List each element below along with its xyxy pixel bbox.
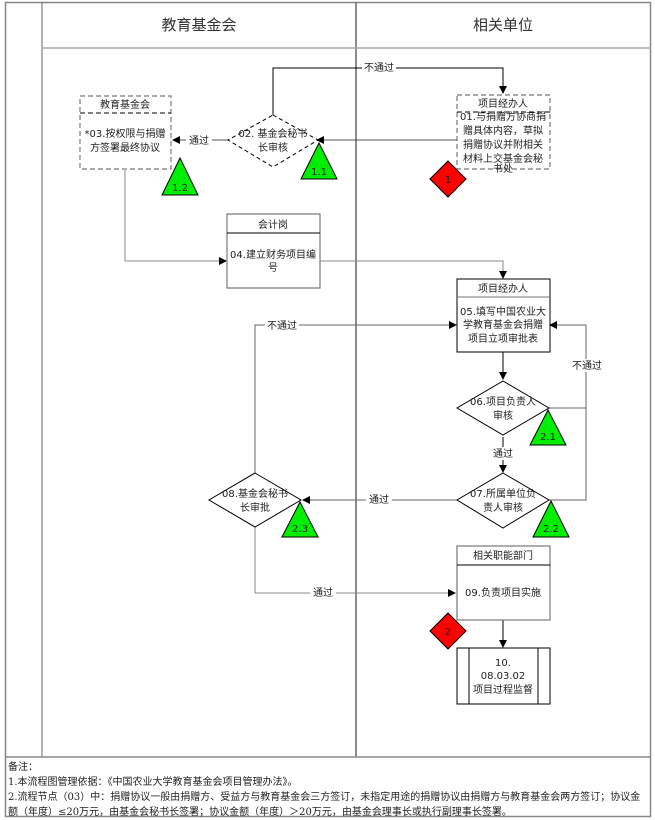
svg-text:04.建立财务项目编: 04.建立财务项目编: [230, 248, 316, 261]
edge-08-to-05-reject: [254, 321, 457, 473]
edge-07-to-05-loop: [549, 408, 587, 501]
control-point-1-1: 1.1: [300, 141, 338, 180]
svg-text:责人审核: 责人审核: [483, 501, 523, 514]
note-item-1: 1.本流程图管理依据：《中国农业大学教育基金会项目管理办法》。: [8, 777, 298, 788]
risk-point-1: 1: [429, 160, 467, 198]
edge-label-pass-06-07: 通过: [493, 447, 513, 460]
svg-text:审核: 审核: [493, 409, 513, 422]
svg-text:2.2: 2.2: [543, 524, 559, 535]
node-09-role: 相关职能部门: [473, 549, 533, 562]
edge-08-to-09: [254, 527, 456, 597]
control-point-2-3: 2.3: [281, 500, 319, 538]
edge-label-pass-02-03: 通过: [189, 134, 209, 147]
node-07-unit-head-review[interactable]: 07.所属单位负 责人审核: [456, 472, 550, 529]
edge-labels: 不通过 通过 不通过 不通过 通过 通过 通过: [186, 61, 604, 599]
connectors: [124, 67, 587, 648]
svg-text:方签署最终协议: 方签署最终协议: [90, 141, 160, 154]
svg-text:08.基金会秘书: 08.基金会秘书: [222, 487, 288, 500]
edge-label-pass-07-08: 通过: [369, 493, 389, 506]
svg-text:书处: 书处: [493, 163, 513, 175]
node-04-finance-number[interactable]: 会计岗 04.建立财务项目编 号: [226, 213, 321, 289]
svg-text:07.所属单位负: 07.所属单位负: [470, 487, 536, 500]
svg-text:01.与捐赠方协商捐: 01.与捐赠方协商捐: [460, 110, 546, 123]
svg-text:项目立项审批表: 项目立项审批表: [468, 332, 538, 345]
edge-label-pass-08-09: 通过: [313, 586, 333, 599]
svg-text:05.填写中国农业大: 05.填写中国农业大: [460, 305, 546, 318]
svg-text:02. 基金会秘书: 02. 基金会秘书: [238, 127, 307, 140]
notes-title: 备注：: [8, 762, 38, 773]
control-point-2-2: 2.2: [532, 499, 570, 538]
svg-text:项目过程监督: 项目过程监督: [473, 683, 533, 696]
svg-text:2: 2: [445, 627, 451, 638]
svg-text:1.2: 1.2: [172, 183, 188, 194]
svg-text:学教育基金会捐赠: 学教育基金会捐赠: [463, 318, 543, 331]
control-point-2-1: 2.1: [529, 408, 567, 446]
node-03-sign-agreement[interactable]: 教育基金会 *03.按权限与捐赠 方签署最终协议: [79, 95, 172, 170]
svg-text:1.1: 1.1: [311, 167, 327, 178]
svg-text:号: 号: [268, 262, 278, 274]
swimlane-frame: [4, 1, 652, 818]
risk-point-2: 2: [429, 612, 467, 650]
control-point-1-2: 1.2: [161, 156, 199, 196]
edge-label-reject-06-05: 不通过: [572, 359, 602, 372]
node-10-process-supervision[interactable]: 10. 08.03.02 项目过程监督: [456, 647, 551, 705]
note-item-2: 2.流程节点（03）中：捐赠协议一般由捐赠方、受益方与教育基金会三方签订，未指定…: [8, 792, 641, 818]
edge-03-to-04: [124, 170, 227, 265]
notes-section: 备注： 1.本流程图管理依据：《中国农业大学教育基金会项目管理办法》。 2.流程…: [8, 760, 648, 820]
node-01-draft-agreement[interactable]: 项目经办人 01.与捐赠方协商捐 赠具体内容，草拟 捐赠协议并附相关 材料上交基…: [456, 94, 551, 175]
svg-text:长审核: 长审核: [258, 141, 288, 154]
svg-text:*03.按权限与捐赠: *03.按权限与捐赠: [85, 127, 166, 140]
node-04-role: 会计岗: [258, 218, 288, 231]
node-02-secretary-review[interactable]: 02. 基金会秘书 长审核: [227, 114, 319, 168]
svg-text:09.负责项目实施: 09.负责项目实施: [465, 586, 541, 599]
svg-text:2.1: 2.1: [540, 432, 556, 443]
lane-header-related-units: 相关单位: [473, 16, 533, 34]
svg-text:1: 1: [445, 175, 451, 186]
node-01-role: 项目经办人: [478, 97, 528, 110]
node-05-fill-approval-form[interactable]: 项目经办人 05.填写中国农业大 学教育基金会捐赠 项目立项审批表: [456, 278, 551, 353]
svg-text:赠具体内容，草拟: 赠具体内容，草拟: [463, 124, 543, 137]
lane-header-foundation: 教育基金会: [161, 16, 236, 34]
node-05-role: 项目经办人: [478, 282, 528, 295]
svg-text:10.: 10.: [495, 658, 511, 669]
node-06-project-lead-review[interactable]: 06.项目负责人 审核: [456, 380, 550, 436]
svg-text:材料上交基金会秘: 材料上交基金会秘: [463, 152, 543, 165]
node-03-role: 教育基金会: [100, 98, 150, 111]
svg-text:捐赠协议并附相关: 捐赠协议并附相关: [463, 138, 543, 151]
edge-label-reject-top: 不通过: [364, 61, 394, 74]
node-09-implementation[interactable]: 相关职能部门 09.负责项目实施: [456, 545, 551, 621]
node-08-secretary-approval[interactable]: 08.基金会秘书 长审批: [208, 472, 302, 528]
svg-text:长审批: 长审批: [240, 501, 270, 514]
svg-text:08.03.02: 08.03.02: [481, 671, 526, 682]
edge-04-to-05: [320, 260, 507, 279]
edge-label-reject-08-05: 不通过: [267, 319, 297, 332]
svg-text:06.项目负责人: 06.项目负责人: [470, 395, 536, 408]
svg-text:2.3: 2.3: [292, 524, 308, 535]
